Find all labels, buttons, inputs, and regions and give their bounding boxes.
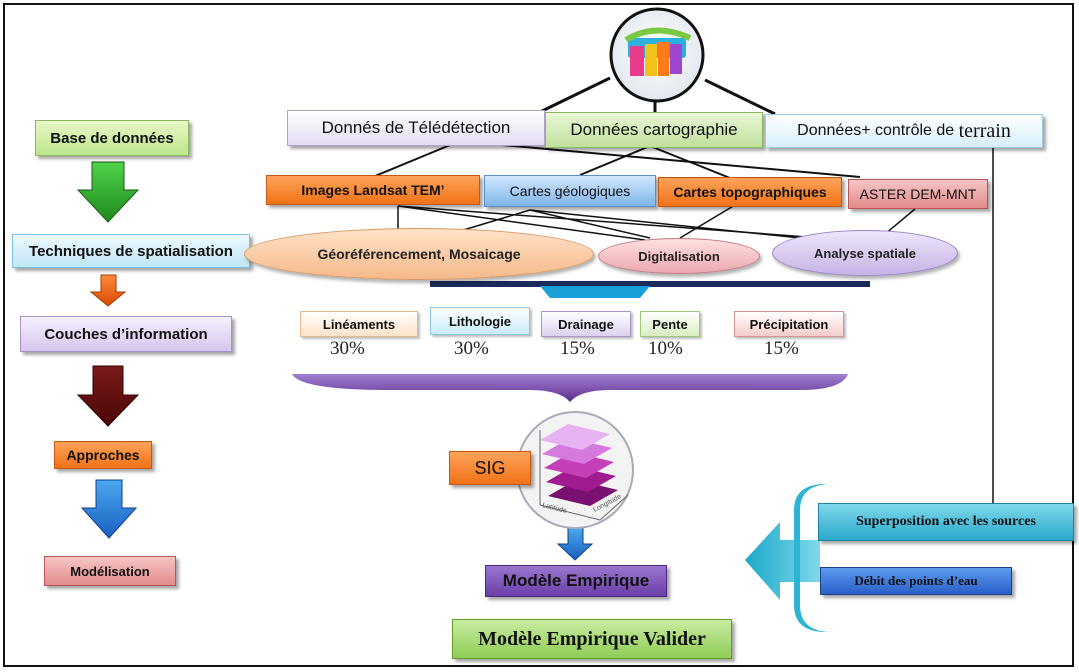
terrain-prefix: Données+ contrôle de [797,122,959,139]
techniques-spatialisation-box: Techniques de spatialisation [12,234,250,268]
factor-pente: Pente [640,311,700,337]
teledetection-box: Donnés de Télédétection [287,110,545,146]
diagram-frame [3,3,1074,667]
digitalisation-ellipse: Digitalisation [598,238,760,274]
modele-empirique-box: Modèle Empirique [485,565,667,597]
approches-box: Approches [54,441,152,469]
factor-lithologie: Lithologie [430,307,530,335]
factor-precipitation: Précipitation [734,311,844,337]
landsat-box: Images Landsat TEM’ [266,175,480,205]
weight-lithologie: 30% [454,338,489,359]
cartes-geologiques-box: Cartes géologiques [484,175,656,207]
superposition-box: Superposition avec les sources [818,503,1074,541]
terrain-box: Données+ contrôle de terrain [765,114,1043,148]
weight-precipitation: 15% [764,338,799,359]
weight-lineaments: 30% [330,338,365,359]
debit-points-eau-box: Débit des points d’eau [820,567,1012,595]
modelisation-box: Modélisation [44,556,176,586]
georeferencement-ellipse: Géoréférencement, Mosaicage [244,228,594,280]
weight-pente: 10% [648,338,683,359]
sig-box: SIG [449,451,531,485]
sig-layers-icon [516,411,634,529]
weight-drainage: 15% [560,338,595,359]
cartes-topographiques-box: Cartes topographiques [658,177,842,207]
base-de-donnees-box: Base de données [35,120,189,156]
factor-drainage: Drainage [541,311,631,337]
factor-lineaments: Linéaments [300,311,418,337]
couches-information-box: Couches d’information [20,316,232,352]
globe-books-icon [624,27,692,76]
cartographie-box: Données cartographie [545,112,763,148]
modele-valider-box: Modèle Empirique Valider [452,619,732,659]
aster-dem-box: ASTER DEM-MNT [848,179,988,209]
terrain-word: terrain [958,119,1011,142]
analyse-spatiale-ellipse: Analyse spatiale [772,230,958,276]
